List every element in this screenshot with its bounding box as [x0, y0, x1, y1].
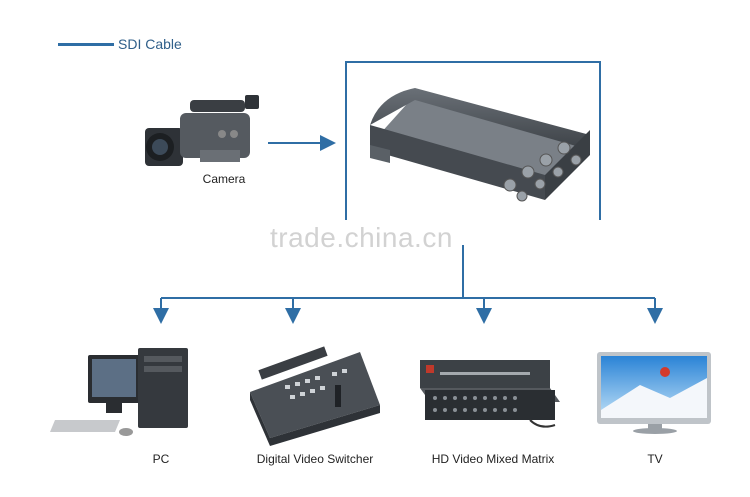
- video-switcher-label: Digital Video Switcher: [256, 452, 374, 466]
- video-switcher-image: [250, 346, 380, 446]
- video-matrix-label: HD Video Mixed Matrix: [431, 452, 555, 466]
- connectors: [153, 61, 663, 324]
- watermark: trade.china.cn: [270, 222, 453, 253]
- video-matrix-image: [420, 360, 560, 428]
- sdi-converter-image: [370, 88, 590, 202]
- legend-label: SDI Cable: [118, 36, 182, 52]
- camera-label: Camera: [202, 172, 246, 186]
- pc-image: [50, 348, 188, 436]
- pc-label: PC: [152, 452, 170, 466]
- tv-label: TV: [647, 452, 663, 466]
- loop-cable: [345, 61, 601, 220]
- tv-image: [597, 352, 711, 434]
- camera-image: [145, 95, 259, 166]
- legend-line: [58, 43, 114, 46]
